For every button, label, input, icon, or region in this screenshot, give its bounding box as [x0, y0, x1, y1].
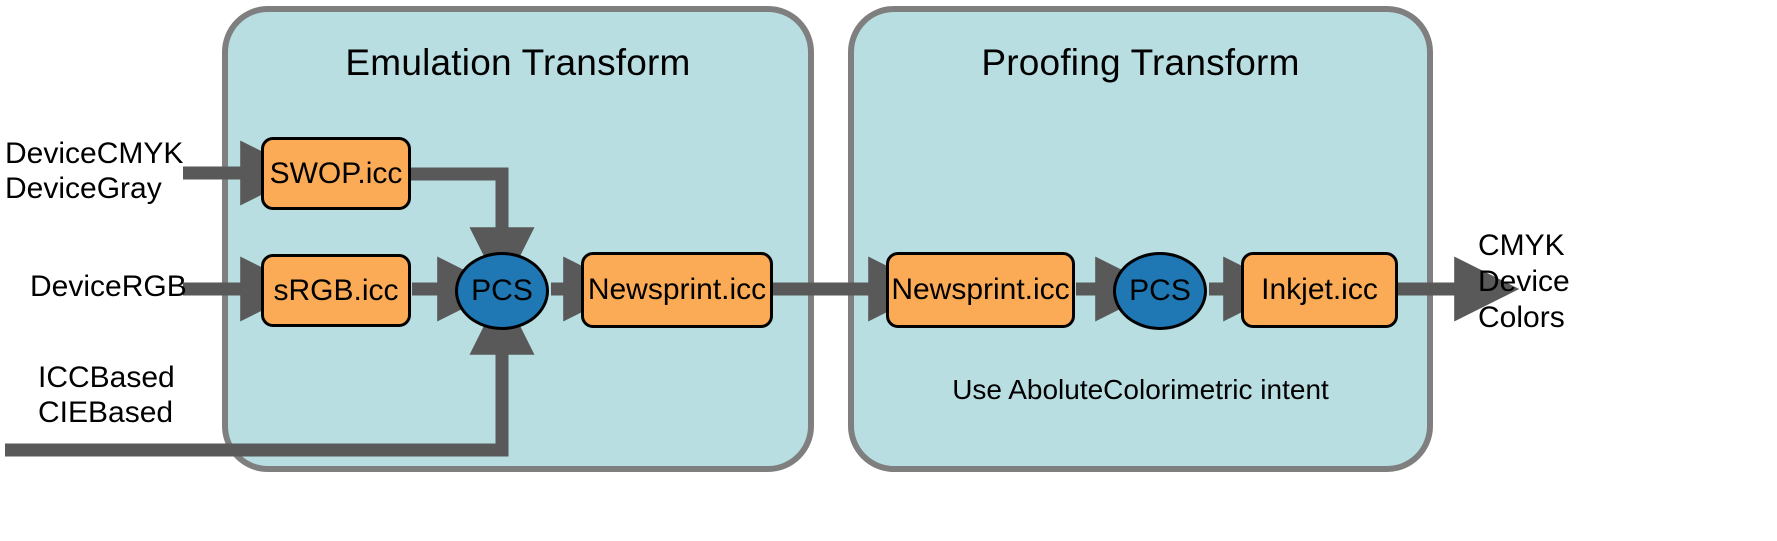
input-label-iccbased: ICCBased — [38, 361, 175, 394]
panel-proofing-title: Proofing Transform — [981, 42, 1300, 83]
node-inkjet-icc-label: Inkjet.icc — [1261, 273, 1378, 306]
node-swop-icc-label: SWOP.icc — [269, 156, 403, 190]
node-srgb-icc[interactable]: sRGB.icc — [261, 254, 411, 327]
node-inkjet-icc[interactable]: Inkjet.icc — [1241, 252, 1398, 328]
input-label-device-rgb: DeviceRGB — [30, 269, 187, 304]
connector-iccbased-to-pcs1 — [5, 289, 535, 457]
connector-swop-to-pcs1 — [411, 167, 535, 293]
node-newsprint-icc-emulation-label: Newsprint.icc — [587, 273, 767, 306]
input-label-device-cmyk: DeviceCMYK — [5, 137, 184, 170]
panel-proofing-transform: Proofing Transform Use AboluteColorimetr… — [848, 6, 1433, 472]
input-label-device-gray: DeviceGray — [5, 172, 162, 206]
output-label-device: Device — [1478, 265, 1570, 298]
node-swop-icc[interactable]: SWOP.icc — [261, 137, 411, 210]
input-label-device-cmyk-gray: DeviceCMYK DeviceGray — [5, 136, 183, 206]
node-pcs-emulation-label: PCS — [471, 274, 533, 307]
input-label-ciebased: CIEBased — [38, 396, 174, 430]
output-label-cmyk-device-colors: CMYK Device Colors — [1478, 228, 1570, 336]
input-label-icc-cie-based: ICCBased CIEBased — [38, 360, 175, 430]
node-srgb-icc-label: sRGB.icc — [273, 273, 399, 307]
panel-emulation-transform: Emulation Transform — [222, 6, 814, 472]
node-pcs-proofing-label: PCS — [1129, 274, 1191, 307]
output-label-colors: Colors — [1478, 301, 1565, 334]
node-pcs-proofing[interactable]: PCS — [1113, 252, 1207, 330]
input-label-device-rgb-text: DeviceRGB — [30, 270, 187, 303]
panel-emulation-title: Emulation Transform — [345, 42, 691, 83]
output-label-cmyk: CMYK — [1478, 229, 1565, 262]
node-pcs-emulation[interactable]: PCS — [455, 252, 549, 330]
node-newsprint-icc-emulation[interactable]: Newsprint.icc — [581, 252, 773, 328]
node-newsprint-icc-proofing[interactable]: Newsprint.icc — [886, 252, 1075, 328]
node-newsprint-icc-proofing-label: Newsprint.icc — [891, 273, 1070, 306]
proofing-intent-note: Use AboluteColorimetric intent — [952, 374, 1329, 405]
